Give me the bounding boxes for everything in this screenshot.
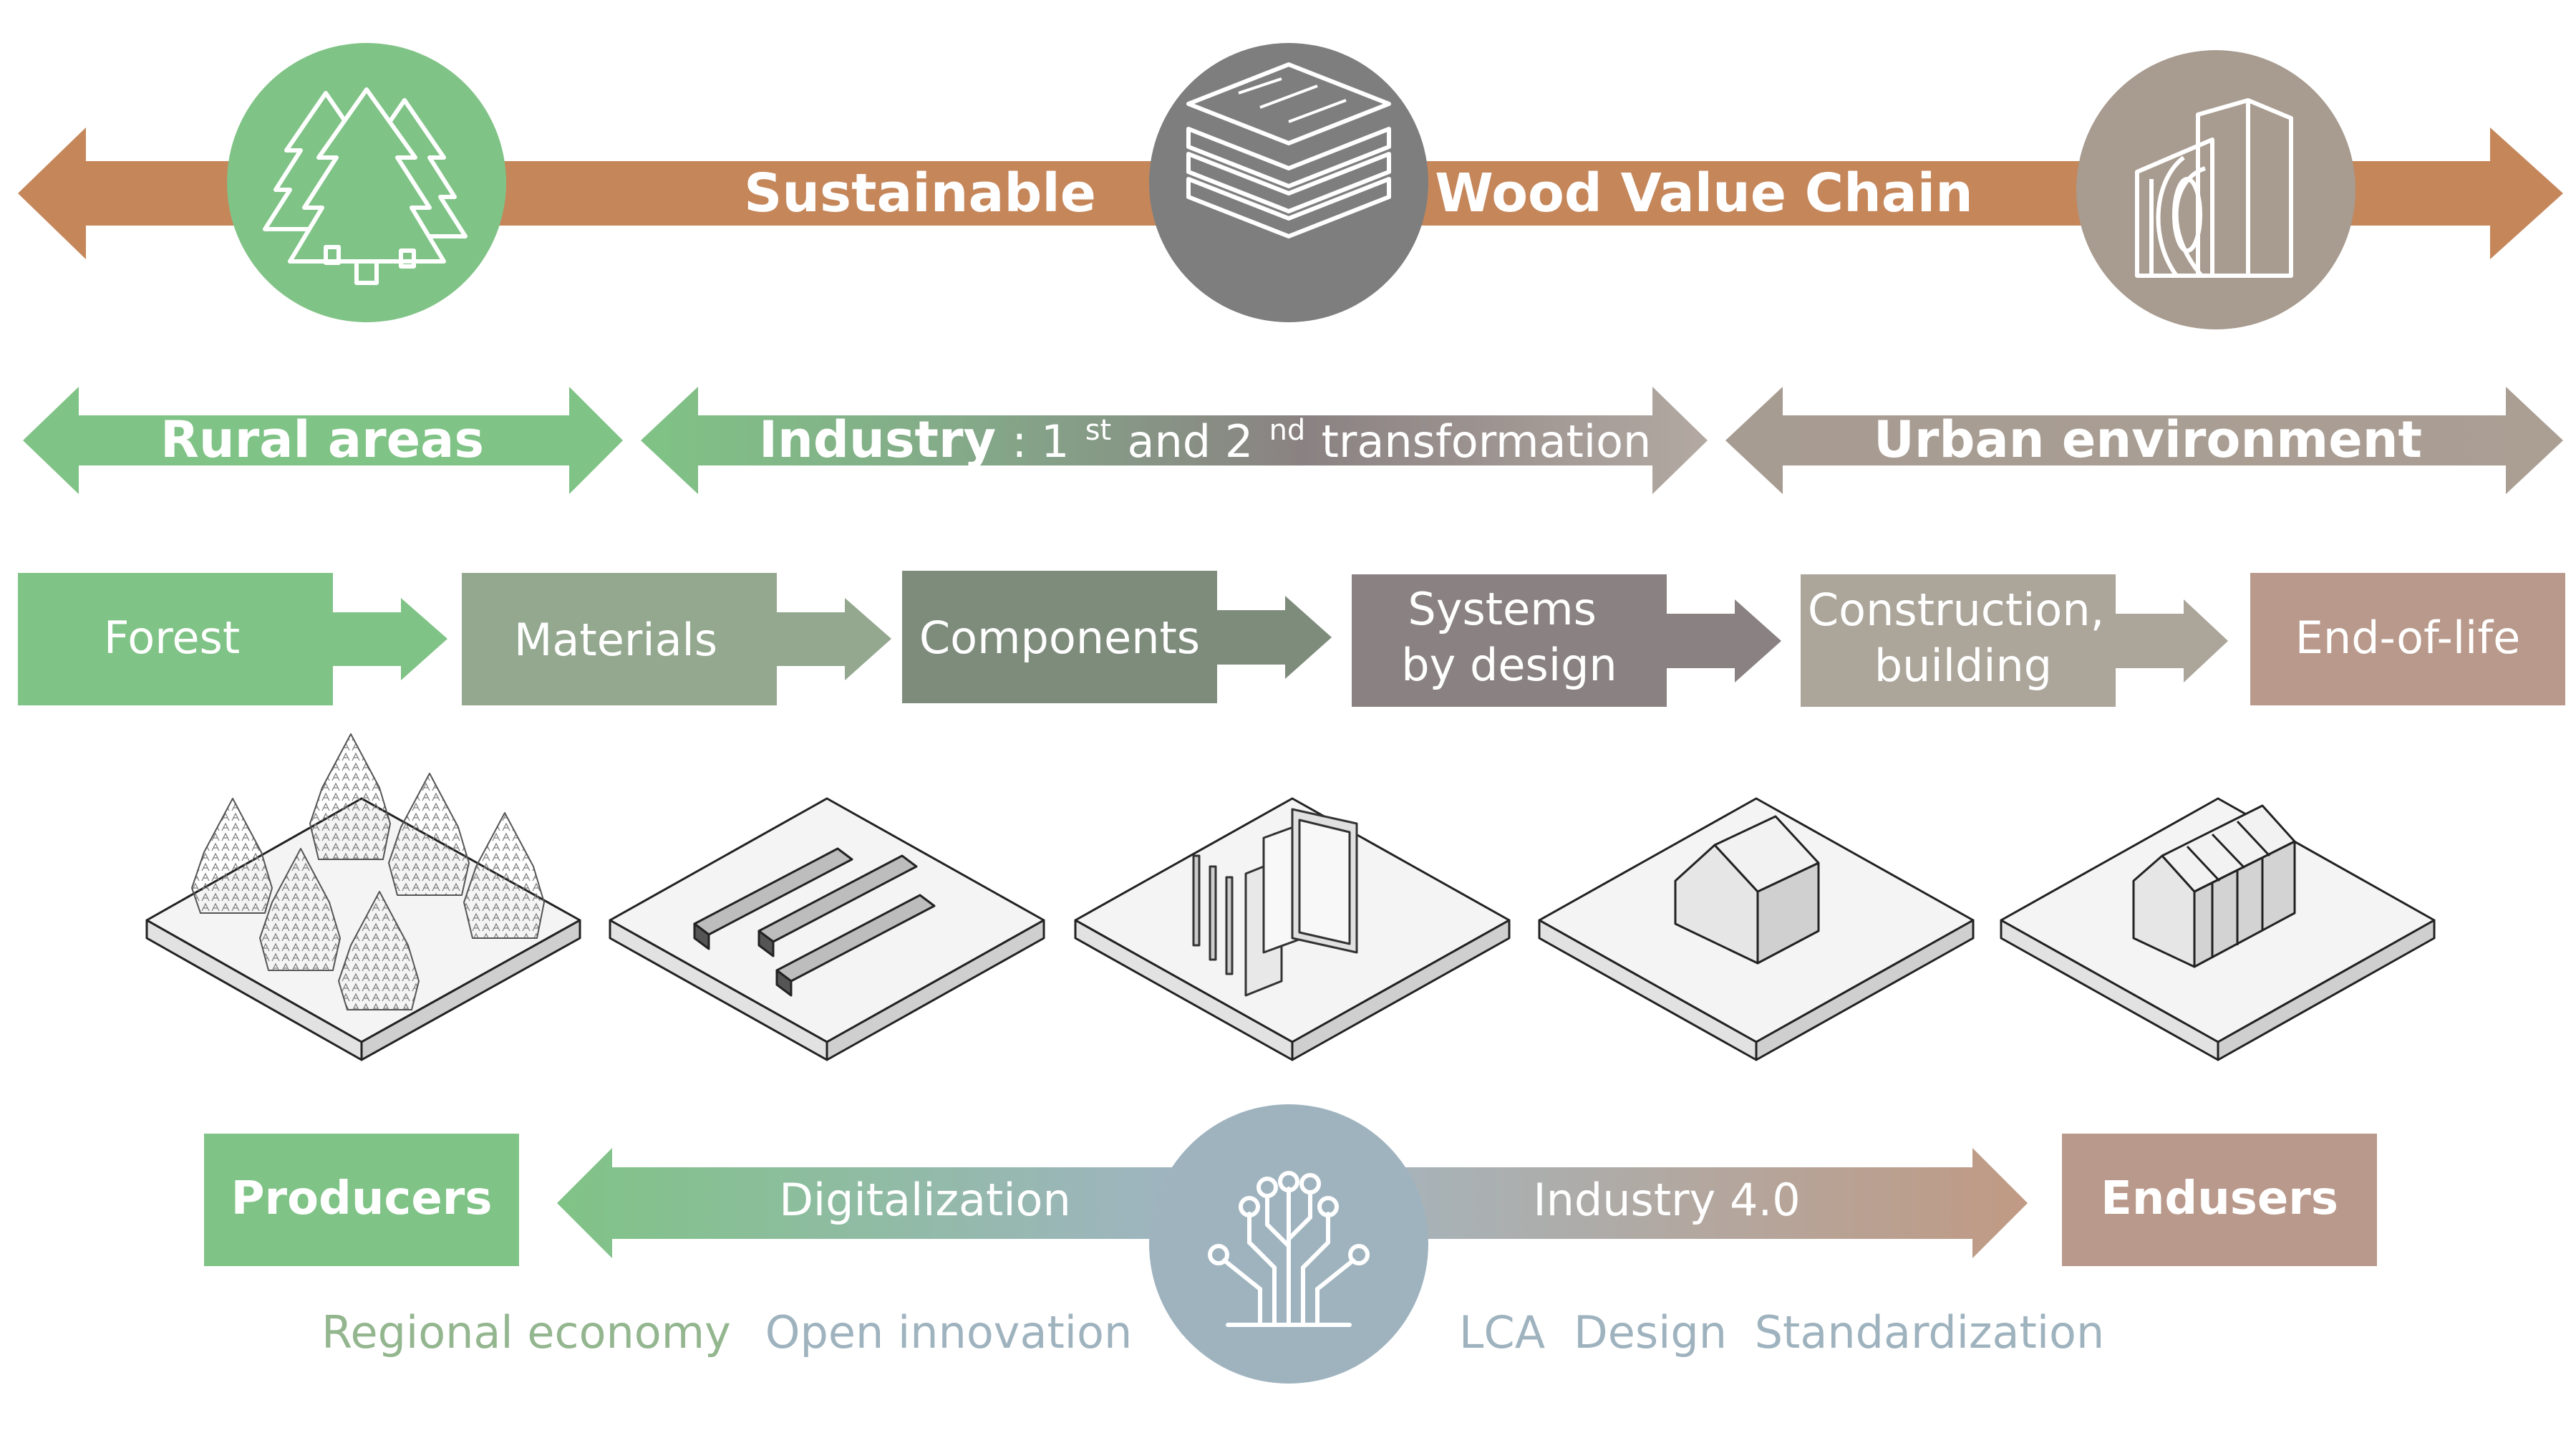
keyword-open-innovation: Open innovation [765, 1306, 1133, 1358]
zone-rural-label: Rural areas [160, 410, 484, 469]
digital-circle [1149, 1104, 1428, 1384]
chain-steps: Forest Materials Components Systems by d… [18, 571, 2565, 707]
step-forest: Forest [18, 573, 447, 705]
tile-systems [1538, 797, 1975, 1061]
producers-box [204, 1134, 519, 1266]
step-components-label: Components [919, 612, 1200, 664]
tile-components [1074, 797, 1511, 1061]
step-end-of-life: End-of-life [2250, 573, 2565, 705]
zone-urban: Urban environment [1725, 387, 2563, 494]
step-end-of-life-label: End-of-life [2295, 612, 2521, 664]
step-components: Components [902, 571, 1332, 703]
keyword-lca: LCA [1459, 1306, 1545, 1358]
tile-construction [2000, 797, 2436, 1061]
trees-icon [263, 87, 468, 285]
building-icon [2135, 98, 2293, 278]
beams [693, 847, 936, 997]
step-materials-label: Materials [514, 614, 717, 666]
step-materials: Materials [462, 573, 891, 705]
zone-industry: Industry : 1 st and 2 nd transformation [641, 387, 1708, 494]
forest-circle [227, 43, 506, 322]
keyword-standardization: Standardization [1755, 1306, 2105, 1358]
keywords: Regional economy Open innovation LCA Des… [321, 1306, 2104, 1358]
greenhouse [2132, 804, 2296, 968]
industry-circle [1149, 43, 1428, 322]
tile-materials [609, 797, 1045, 1061]
step-construction: Construction, building [1801, 574, 2228, 707]
banner-text-sustainable: Sustainable [744, 163, 1096, 224]
step-systems: Systems by design [1352, 574, 1781, 707]
step-systems-label: Systems by design [1401, 583, 1617, 691]
iso-tiles [145, 733, 2436, 1061]
urban-circle [2076, 50, 2355, 329]
step-forest-label: Forest [104, 612, 240, 664]
producers-label: Producers [231, 1172, 493, 1225]
tile-forest [145, 733, 581, 1061]
banner-text-wood-value-chain: Wood Value Chain [1435, 163, 1973, 224]
tree-cluster [191, 733, 545, 1010]
house [1674, 815, 1820, 965]
digitalization-label: Digitalization [779, 1174, 1071, 1226]
bottom-row: Producers Endusers Digitalization Indust… [204, 1104, 2377, 1384]
layers-icon [1186, 62, 1391, 238]
zone-rural: Rural areas [23, 387, 623, 494]
panels [1192, 808, 1358, 997]
endusers-box [2062, 1134, 2377, 1266]
circuit-tree-icon [1208, 1171, 1370, 1327]
zone-urban-label: Urban environment [1874, 410, 2422, 469]
industry40-label: Industry 4.0 [1533, 1174, 1800, 1226]
endusers-label: Endusers [2101, 1172, 2338, 1225]
keyword-design: Design [1574, 1306, 1727, 1358]
step-construction-label: Construction, building [1808, 584, 2119, 692]
zone-industry-label: Industry : 1 st and 2 nd transformation [759, 393, 1651, 469]
keyword-regional-economy: Regional economy [321, 1306, 731, 1358]
